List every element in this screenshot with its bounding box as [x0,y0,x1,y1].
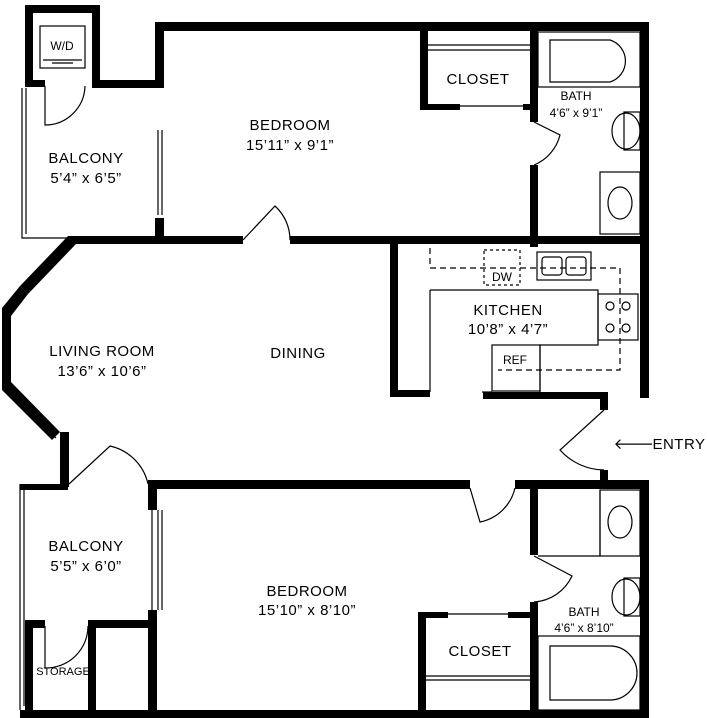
bedroom-bottom-dims: 15’10” x 8’10” [258,602,356,619]
closet-bottom-label: CLOSET [448,643,511,660]
entry-label: ENTRY [652,436,705,453]
bath-bottom-label: BATH [568,605,599,619]
dining-label: DINING [270,345,326,362]
walls [2,5,649,718]
balcony-top-dims: 5’4” x 6’5” [50,170,121,187]
dishwasher-label: DW [492,270,513,284]
storage-label: STORAGE [36,666,90,678]
living-room-dims: 13’6” x 10’6” [57,363,146,380]
kitchen-label: KITCHEN [473,302,542,319]
bath-top-label: BATH [560,89,591,103]
refrigerator-label: REF [503,353,527,367]
kitchen-dims: 10’8” x 4’7” [468,321,548,338]
closet-top-label: CLOSET [446,71,509,88]
bedroom-top-dims: 15’11” x 9’1” [246,137,334,154]
thin-lines [5,44,601,710]
bath-fixtures [39,25,641,711]
bath-bottom-dims: 4’6” x 8’10” [554,621,613,635]
balcony-bottom-label: BALCONY [48,538,123,555]
entry-arrow-icon: 🡐 [614,436,655,453]
living-room-label: LIVING ROOM [49,343,155,360]
door-swings [44,85,605,669]
balcony-top-label: BALCONY [48,150,123,167]
wd-label: W/D [50,39,74,53]
bath-top-dims: 4’6” x 9’1” [550,106,603,120]
bedroom-bottom-label: BEDROOM [266,583,347,600]
bedroom-top-label: BEDROOM [249,117,330,134]
balcony-bottom-dims: 5’5” x 6’0” [50,558,121,575]
kitchen-counters [429,248,639,393]
